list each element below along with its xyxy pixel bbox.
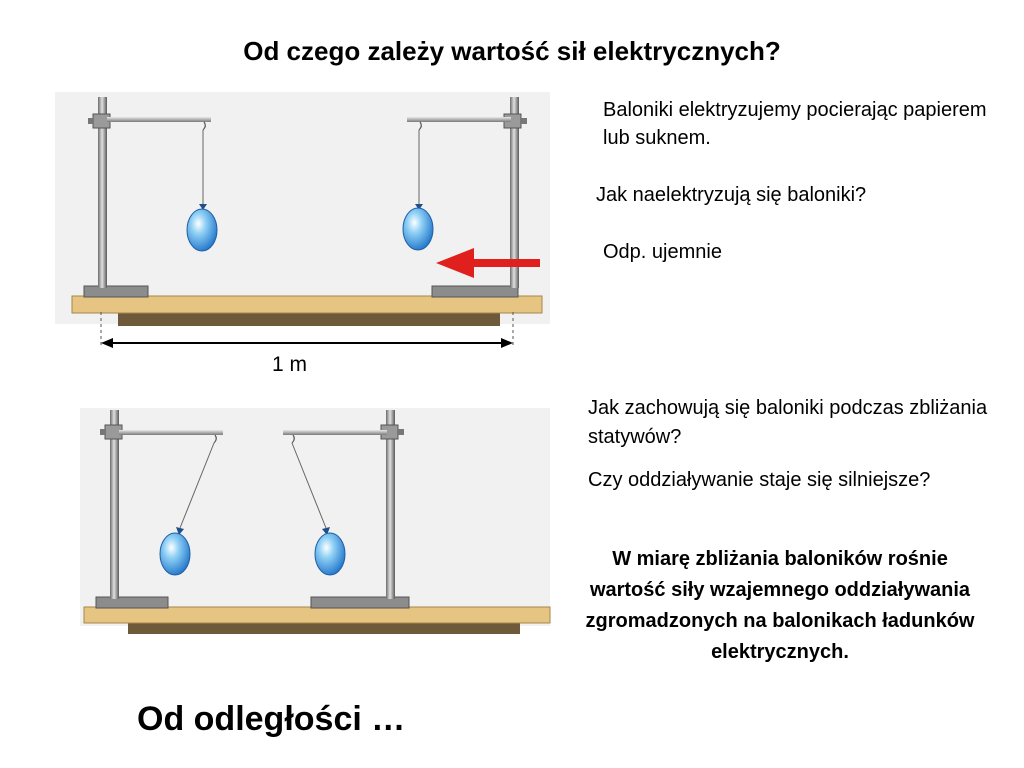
right-balloon-knot-2	[322, 527, 330, 535]
left-stand-base	[83, 285, 149, 298]
right-clamp-screw	[521, 118, 527, 124]
distance-arrow-left	[101, 338, 113, 348]
charging-method-text: Baloniki elektryzujemy pocierając papier…	[603, 99, 987, 149]
right-hook	[418, 121, 422, 131]
left-string-2	[179, 442, 215, 529]
right-balloon-knot	[415, 204, 423, 210]
right-string-2	[291, 442, 327, 529]
right-balloon-2	[314, 532, 346, 576]
right-stand-pole-2	[386, 410, 395, 599]
slide-title: Od czego zależy wartość sił elektrycznyc…	[243, 36, 781, 66]
question-charge: Jak naelektryzują się baloniki?	[596, 184, 867, 206]
right-arm-2	[283, 430, 387, 435]
right-clamp-screw-2	[398, 429, 404, 435]
bottom-background	[80, 408, 550, 626]
left-arm-2	[119, 430, 223, 435]
table-top-2	[83, 606, 551, 624]
conclusion-text: Od odległości …	[137, 700, 406, 738]
question-behavior: Jak zachowują się baloniki podczas zbliż…	[588, 397, 988, 448]
table-underside	[118, 312, 500, 326]
left-hook-2	[213, 434, 217, 444]
right-stand-base	[431, 285, 519, 298]
answer-bold: W miarę zbliżania baloników rośnie warto…	[585, 548, 975, 663]
right-stand-pole	[510, 97, 519, 288]
left-stand-pole-2	[110, 410, 119, 599]
right-stand-base-2	[310, 596, 410, 609]
distance-label: 1 m	[272, 353, 308, 376]
question-stronger: Czy oddziaływanie staje się silniejsze?	[588, 469, 931, 491]
left-clamp-screw	[88, 118, 94, 124]
table-underside-2	[128, 622, 520, 634]
right-arm	[407, 117, 511, 122]
right-hook-2	[291, 434, 295, 444]
left-clamp-screw-2	[100, 429, 106, 435]
left-balloon	[186, 208, 218, 252]
table-top	[71, 295, 543, 314]
movement-arrow	[436, 248, 540, 278]
bottom-scene	[80, 408, 551, 634]
left-balloon-knot-2	[176, 527, 184, 535]
left-balloon-2	[159, 532, 191, 576]
left-stand-pole	[98, 97, 107, 288]
top-scene	[55, 92, 550, 348]
left-hook	[202, 121, 206, 131]
distance-arrow-right	[501, 338, 513, 348]
left-arm	[107, 117, 211, 122]
left-stand-base-2	[95, 596, 169, 609]
left-balloon-knot	[199, 204, 207, 210]
right-balloon	[402, 207, 434, 251]
top-background	[55, 92, 550, 324]
answer-charge: Odp. ujemnie	[603, 241, 722, 263]
